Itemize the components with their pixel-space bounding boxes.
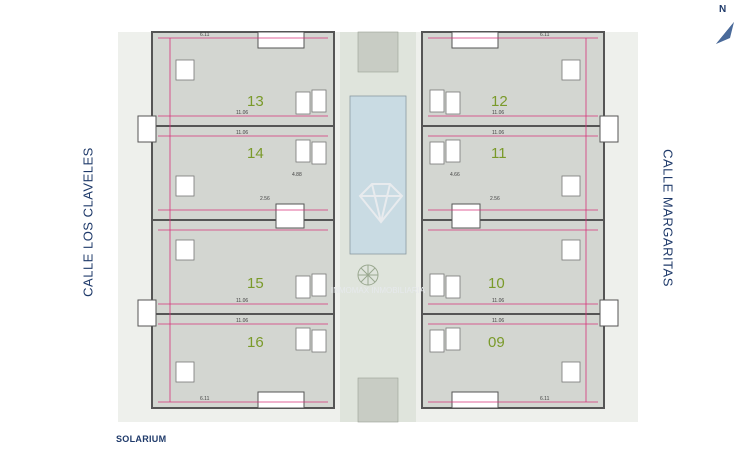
garden-bottom-planter [357, 377, 399, 423]
unit-number-14: 14 [247, 145, 264, 162]
side-stair [137, 115, 157, 143]
dimension-label: 11.06 [492, 110, 504, 116]
left-block [137, 31, 335, 409]
north-label: N [719, 4, 727, 15]
outdoor-table-icon [561, 59, 581, 383]
stair-core [451, 31, 499, 49]
unit-number-13: 13 [247, 93, 264, 110]
dimension-label: 11.06 [492, 318, 504, 324]
unit-number-10: 10 [488, 275, 505, 292]
sunbed-icon [429, 89, 461, 353]
dimension-label: 4.88 [292, 172, 302, 178]
dimension-label: 6.11 [540, 32, 550, 38]
palm-tree-icon [357, 264, 379, 286]
solarium-label: SOLARIUM [116, 434, 167, 444]
dimension-label: 11.06 [236, 318, 248, 324]
dimension-label: 4.66 [450, 172, 460, 178]
unit-number-09: 09 [488, 334, 505, 351]
dimension-label: 2.56 [260, 196, 270, 202]
side-stair [599, 115, 619, 143]
dimension-label: 11.06 [492, 298, 504, 304]
dimension-label: 11.06 [492, 130, 504, 136]
stair-core [451, 391, 499, 409]
street-label-right: CALLE MARGARITAS [660, 149, 676, 287]
unit-number-12: 12 [491, 93, 508, 110]
dimension-label: 11.06 [236, 298, 248, 304]
street-label-left: CALLE LOS CLAVELES [80, 147, 96, 297]
watermark-logo-icon [358, 183, 404, 224]
dimension-label: 6.11 [200, 396, 210, 402]
dimension-label: 6.11 [540, 396, 550, 402]
unit-number-15: 15 [247, 275, 264, 292]
right-block [421, 31, 619, 409]
stair-core [257, 391, 305, 409]
north-arrow-icon [716, 22, 734, 44]
watermark-text: INMOMAX INMOBILIARIA [331, 286, 426, 295]
dimension-label: 11.06 [236, 110, 248, 116]
side-stair [137, 299, 157, 327]
stair-core [275, 203, 305, 229]
dimension-label: 2.56 [490, 196, 500, 202]
unit-number-11: 11 [491, 145, 507, 162]
dimension-label: 6.11 [200, 32, 210, 38]
stair-core [257, 31, 305, 49]
outdoor-table-icon [175, 59, 195, 383]
sunbed-icon [295, 89, 327, 353]
side-stair [599, 299, 619, 327]
stair-core [451, 203, 481, 229]
garden-top-planter [357, 31, 399, 73]
pool [349, 95, 407, 255]
unit-number-16: 16 [247, 334, 264, 351]
dimension-label: 11.06 [236, 130, 248, 136]
